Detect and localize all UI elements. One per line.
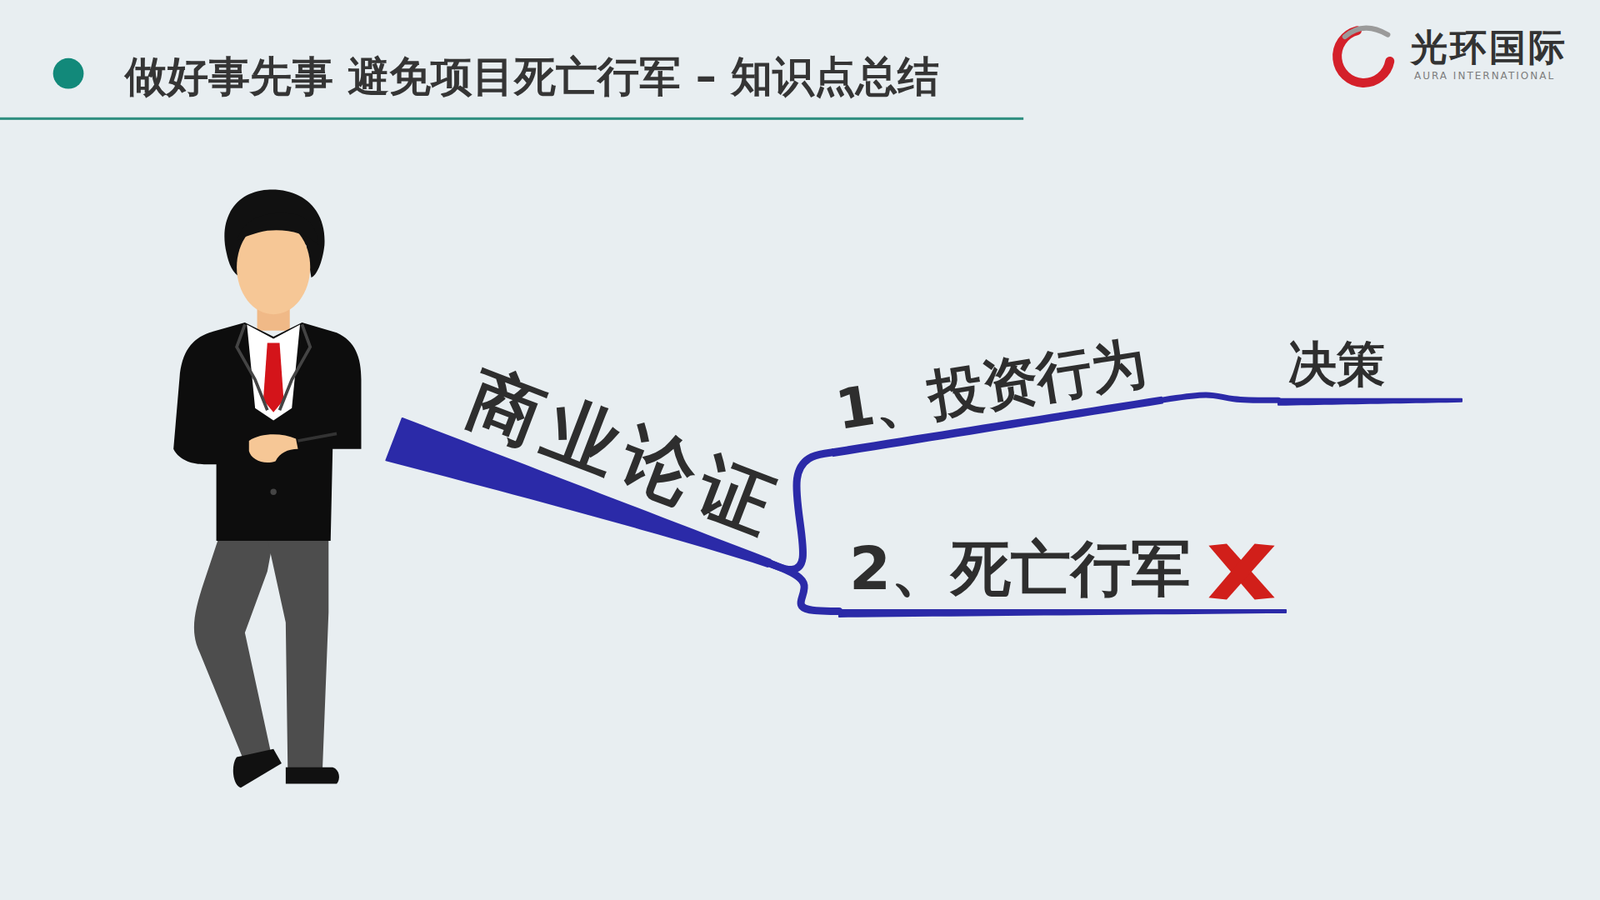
logo-name: 光环国际	[1410, 25, 1568, 70]
cross-stroke	[1208, 543, 1275, 600]
jacket	[173, 322, 361, 541]
shirt	[246, 324, 300, 420]
logo-subtitle: AURA INTERNATIONAL	[1414, 70, 1555, 82]
tie	[263, 342, 284, 412]
branch-topic: 商业论证	[443, 350, 803, 564]
branch-topic: 决策	[1278, 335, 1395, 401]
right-leg	[267, 539, 329, 771]
slide-title: 做好事先事 避免项目死亡行军 – 知识点总结	[125, 51, 940, 102]
hand	[249, 434, 299, 463]
title-bullet	[53, 58, 85, 90]
cross-stroke	[1208, 543, 1275, 600]
title-underline	[0, 117, 1024, 120]
branch-band	[839, 610, 1286, 617]
button	[270, 489, 276, 495]
logo-swoosh	[1345, 28, 1388, 37]
branch-topic: 1、投资行为	[821, 327, 1163, 452]
left-shoe	[233, 749, 282, 789]
branch-connector	[769, 563, 840, 612]
lapel	[280, 324, 311, 410]
branch-connector	[1161, 395, 1279, 400]
topic-text: 决策	[1288, 336, 1385, 393]
left-leg	[194, 539, 274, 764]
branch-topic: 2、死亡行军	[839, 532, 1201, 612]
lapel	[236, 324, 268, 410]
topic-text: 1、投资行为	[831, 330, 1151, 443]
hair-fringe	[236, 213, 319, 245]
topic-text: 商业论证	[455, 355, 793, 552]
cross-mark	[1205, 541, 1278, 602]
forearm-line	[298, 433, 338, 441]
topic-text: 2、死亡行军	[849, 534, 1191, 604]
right-shoe	[285, 767, 340, 785]
businessman-figure	[173, 190, 361, 789]
branch-band	[1278, 399, 1462, 405]
